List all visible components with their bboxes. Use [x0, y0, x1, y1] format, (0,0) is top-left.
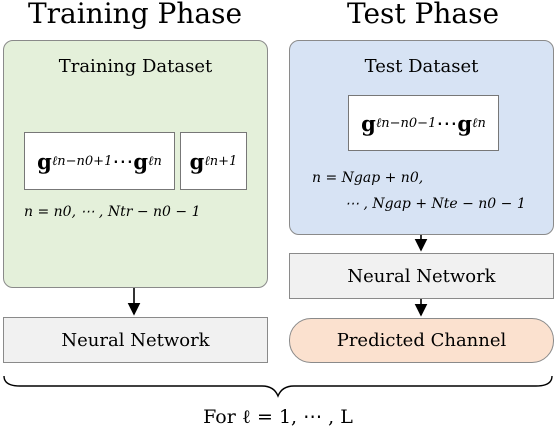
symbol-g: g [361, 110, 376, 136]
symbol-g: g [457, 110, 473, 136]
training-dataset-label: Training Dataset [58, 56, 213, 77]
symbol-g: g [37, 148, 52, 174]
ellipsis: ⋯ [112, 149, 134, 173]
training-phase-title: Training Phase [27, 0, 243, 30]
superscript: ℓ [375, 116, 382, 131]
under-brace [3, 375, 553, 398]
test-neural-network-box: Neural Network [289, 253, 554, 299]
subscript: n−n0+1 [57, 153, 113, 169]
predicted-channel-box: Predicted Channel [289, 318, 554, 363]
test-index-range-line2: ⋯ , Ngap + Nte − n0 − 1 [345, 196, 526, 212]
subscript: n+1 [209, 153, 238, 169]
ellipsis: ⋯ [436, 111, 458, 135]
superscript: ℓ [148, 154, 154, 169]
test-phase-title: Test Phase [346, 0, 500, 30]
superscript: ℓ [204, 154, 210, 169]
training-index-range: n = n0, ⋯ , Ntr − n0 − 1 [24, 204, 201, 220]
subscript: n [153, 153, 162, 169]
test-dataset-label: Test Dataset [364, 56, 479, 77]
subscript: n [477, 115, 486, 131]
superscript: ℓ [51, 154, 58, 169]
symbol-g: g [133, 148, 149, 174]
footer-loop-label: For ℓ = 1, ⋯ , L [203, 406, 353, 428]
subscript: n−n0−1 [381, 115, 437, 131]
superscript: ℓ [472, 116, 478, 131]
test-index-range-line1: n = Ngap + n0, [312, 170, 424, 186]
training-neural-network-box: Neural Network [3, 317, 268, 363]
symbol-g: g [189, 148, 205, 174]
